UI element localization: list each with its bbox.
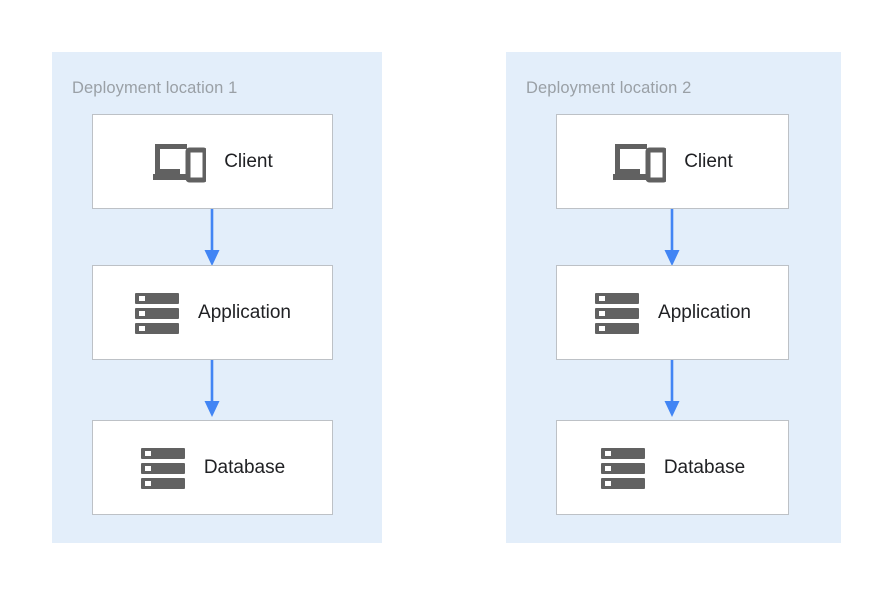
- server-stack-icon: [140, 445, 186, 491]
- node-label-database: Database: [203, 456, 286, 478]
- server-stack-icon: [134, 290, 180, 336]
- node-label-client: Client: [684, 150, 733, 172]
- node-label-application: Application: [198, 301, 291, 323]
- node-label-database: Database: [663, 456, 746, 478]
- node-application-location-2[interactable]: Application: [556, 265, 789, 360]
- devices-icon: [152, 141, 207, 183]
- arrow-client-to-application-location-2: [662, 209, 682, 269]
- node-database-location-2[interactable]: Database: [556, 420, 789, 515]
- arrow-application-to-database-location-2: [662, 360, 682, 420]
- deployment-location-1-panel: Deployment location 1 Client: [52, 52, 382, 543]
- node-application-location-1[interactable]: Application: [92, 265, 333, 360]
- node-label-application: Application: [658, 301, 751, 323]
- devices-icon: [612, 141, 667, 183]
- node-client-location-1[interactable]: Client: [92, 114, 333, 209]
- node-client-location-2[interactable]: Client: [556, 114, 789, 209]
- server-stack-icon: [600, 445, 646, 491]
- server-stack-icon: [594, 290, 640, 336]
- deployment-location-2-title: Deployment location 2: [526, 79, 692, 97]
- arrow-application-to-database-location-1: [202, 360, 222, 420]
- node-label-client: Client: [224, 150, 273, 172]
- deployment-location-2-panel: Deployment location 2 Client: [506, 52, 841, 543]
- deployment-location-1-title: Deployment location 1: [72, 79, 238, 97]
- arrow-client-to-application-location-1: [202, 209, 222, 269]
- node-database-location-1[interactable]: Database: [92, 420, 333, 515]
